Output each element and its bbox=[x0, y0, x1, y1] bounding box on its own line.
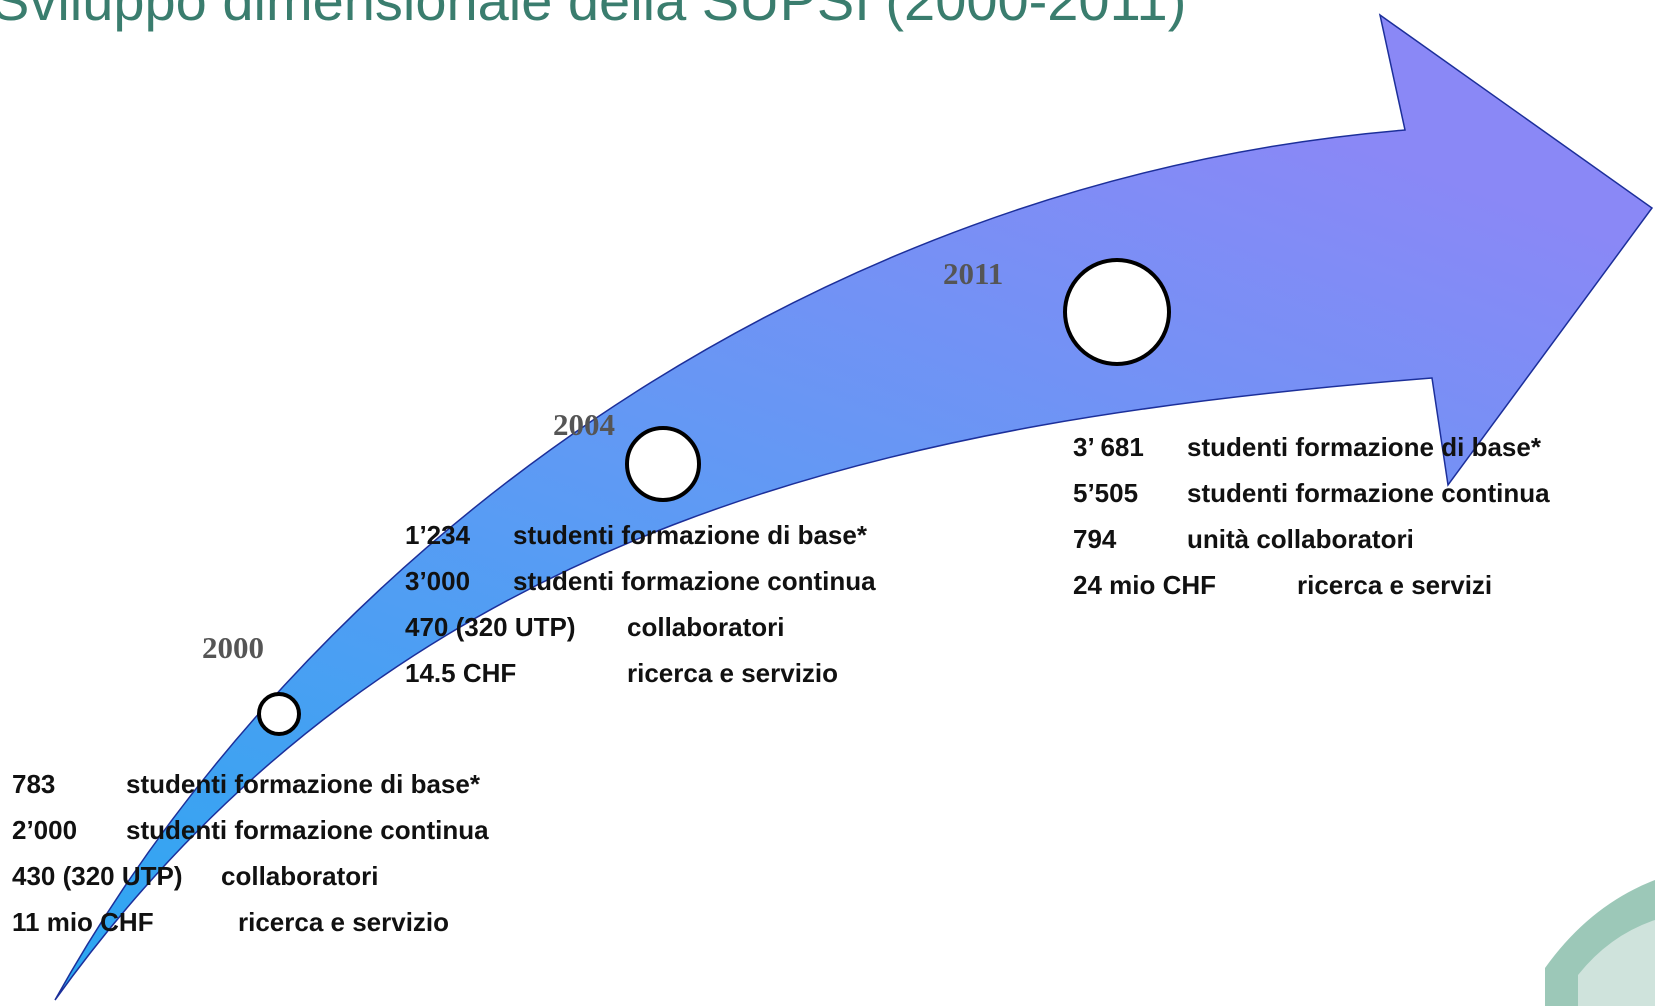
stat-label: studenti formazione di base* bbox=[513, 520, 867, 550]
stat-label: studenti formazione continua bbox=[513, 566, 876, 596]
year-label-2000: 2000 bbox=[202, 630, 264, 665]
stat-row: 11 mio CHF ricerca e servizio bbox=[12, 907, 612, 953]
stat-value: 470 (320 UTP) bbox=[405, 612, 576, 642]
stat-row: 3’ 681 studenti formazione di base* bbox=[1073, 432, 1653, 478]
stats-2011: 3’ 681 studenti formazione di base* 5’505… bbox=[1073, 432, 1653, 616]
growth-arrow bbox=[54, 13, 1654, 1001]
stat-label: ricerca e servizio bbox=[238, 907, 450, 937]
stat-value: 783 bbox=[12, 769, 56, 799]
stat-value: 1’234 bbox=[405, 520, 471, 550]
stat-value: 794 bbox=[1073, 524, 1117, 554]
stat-value: 3’000 bbox=[405, 566, 471, 596]
stat-row: 3’000 studenti formazione continua bbox=[405, 566, 1005, 612]
stat-row: 470 (320 UTP) collaboratori bbox=[405, 612, 1005, 658]
stat-row: 1’234 studenti formazione di base* bbox=[405, 520, 1005, 566]
stat-row: 2’000 studenti formazione continua bbox=[12, 815, 612, 861]
stat-row: 14.5 CHF ricerca e servizio bbox=[405, 658, 1005, 704]
stat-row: 783 studenti formazione di base* bbox=[12, 769, 612, 815]
page-title: Sviluppo dimensionale della SUPSI (2000-… bbox=[0, 0, 1187, 32]
stat-label: studenti formazione di base* bbox=[1187, 432, 1541, 462]
stat-value: 14.5 CHF bbox=[405, 658, 517, 688]
stat-value: 24 mio CHF bbox=[1073, 570, 1217, 600]
stats-2000: 783 studenti formazione di base* 2’000 stu… bbox=[12, 769, 612, 953]
stat-value: 3’ 681 bbox=[1073, 432, 1144, 462]
stat-value: 2’000 bbox=[12, 815, 78, 845]
stat-row: 794 unità collaboratori bbox=[1073, 524, 1653, 570]
stat-row: 24 mio CHF ricerca e servizi bbox=[1073, 570, 1653, 616]
stat-value: 5’505 bbox=[1073, 478, 1139, 508]
stat-label: collaboratori bbox=[627, 612, 785, 642]
stats-2004: 1’234 studenti formazione di base* 3’000 s… bbox=[405, 520, 1005, 704]
stat-label: studenti formazione di base* bbox=[126, 769, 480, 799]
stat-label: studenti formazione continua bbox=[1187, 478, 1550, 508]
milestone-marker-2000 bbox=[257, 692, 301, 736]
stat-label: ricerca e servizio bbox=[627, 658, 839, 688]
stat-label: collaboratori bbox=[221, 861, 379, 891]
stat-label: ricerca e servizi bbox=[1297, 570, 1493, 600]
stat-row: 430 (320 UTP) collaboratori bbox=[12, 861, 612, 907]
stat-row: 5’505 studenti formazione continua bbox=[1073, 478, 1653, 524]
stat-value: 11 mio CHF bbox=[12, 907, 154, 937]
year-label-2011: 2011 bbox=[943, 256, 1004, 291]
stat-label: unità collaboratori bbox=[1187, 524, 1414, 554]
stat-label: studenti formazione continua bbox=[126, 815, 489, 845]
milestone-marker-2011 bbox=[1063, 258, 1171, 366]
year-label-2004: 2004 bbox=[553, 407, 615, 442]
milestone-marker-2004 bbox=[625, 426, 701, 502]
logo-fragment bbox=[1545, 880, 1655, 1006]
stat-value: 430 (320 UTP) bbox=[12, 861, 183, 891]
